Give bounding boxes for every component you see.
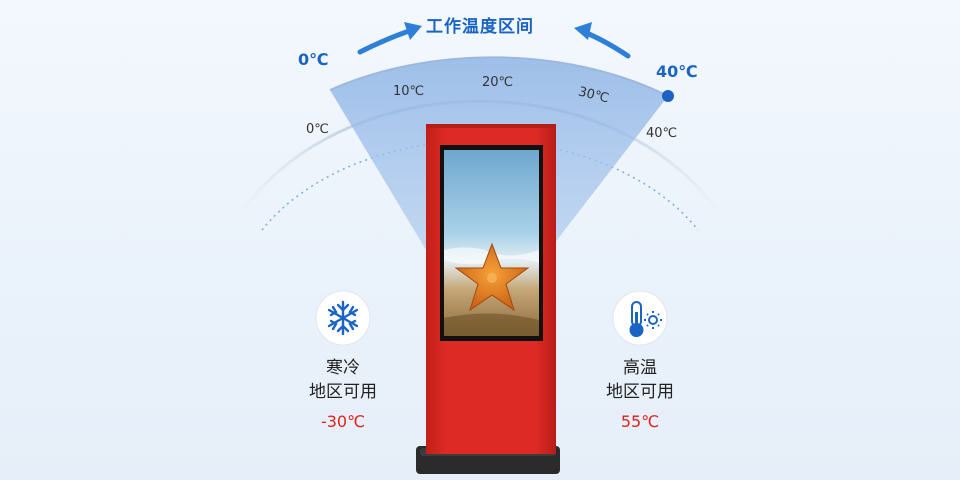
right-arrow-icon (574, 22, 631, 59)
hot-zone-text: 高温 地区可用 (580, 356, 700, 404)
range-end-dot (662, 90, 674, 102)
page-title: 工作温度区间 (426, 17, 534, 37)
scale-tick-0: 0℃ (306, 122, 329, 137)
snowflake-icon (327, 300, 359, 336)
range-min-label: 0℃ (298, 50, 329, 69)
range-max-label: 40℃ (656, 62, 698, 81)
hot-zone-line1: 高温 (623, 358, 657, 378)
thermometer-sun-icon (629, 301, 662, 337)
cold-zone-line1: 寒冷 (326, 358, 360, 378)
scale-tick-40: 40℃ (646, 126, 678, 141)
scale-tick-20: 20℃ (482, 75, 514, 90)
cold-zone-temp: -30℃ (320, 412, 366, 431)
hot-zone-temp: 55℃ (620, 412, 660, 431)
starfish-image (454, 242, 530, 312)
cold-zone-line2: 地区可用 (309, 382, 377, 402)
hot-zone-line2: 地区可用 (606, 382, 674, 402)
inner-dotted-arc (261, 139, 699, 231)
scale-tick-10: 10℃ (393, 84, 425, 99)
outdoor-kiosk (416, 124, 560, 474)
cold-zone-text: 寒冷 地区可用 (283, 356, 403, 404)
left-arrow-icon (357, 22, 422, 55)
